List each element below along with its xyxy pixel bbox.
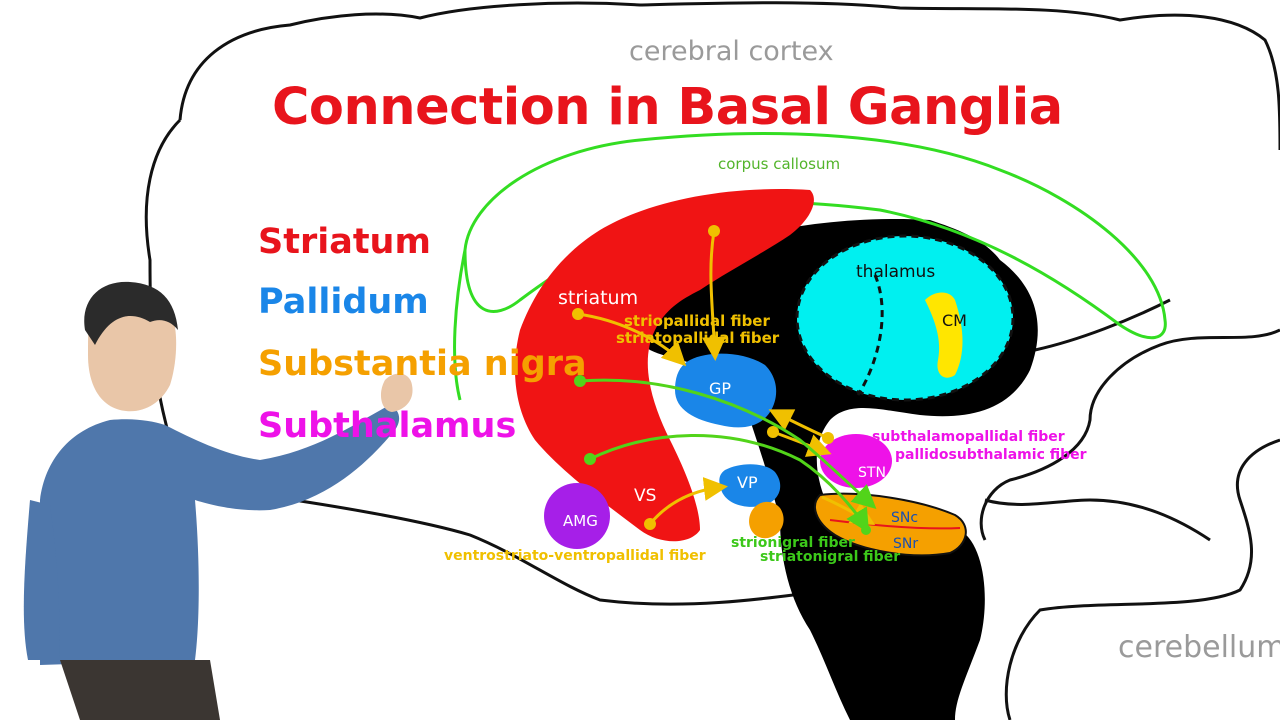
cm-shape [925, 292, 963, 378]
label-vs: VS [634, 486, 657, 506]
legend-striatum: Striatum [258, 222, 431, 262]
label-strionigral-fiber: strionigral fiber [731, 535, 855, 551]
legend-subthalamus: Subthalamus [258, 406, 517, 446]
legend-substantia-nigra: Substantia nigra [258, 344, 587, 384]
striopallidal-arrow [702, 230, 727, 361]
dot [574, 375, 586, 387]
label-thalamus: thalamus [856, 262, 936, 282]
label-striatonigral-fiber: striatonigral fiber [760, 549, 901, 565]
strionigral-arrow-1 [579, 378, 877, 510]
label-subthalamopallidal-fiber: subthalamopallidal fiber [872, 429, 1065, 445]
label-striopallidal-fiber: striopallidal fiber [624, 312, 770, 330]
sn-divider [829, 519, 961, 530]
label-pallidosubthalamic-fiber: pallidosubthalamic fiber [895, 447, 1087, 463]
page-title: Connection in Basal Ganglia [272, 78, 1063, 137]
dot [572, 308, 584, 320]
dot [767, 426, 779, 438]
label-striatopallidal-fiber: striatopallidal fiber [616, 329, 780, 347]
vp-shape [719, 464, 781, 507]
label-striatum: striatum [558, 287, 639, 309]
dot [861, 525, 871, 535]
inner-outline [979, 328, 1280, 541]
gp-shape [675, 353, 777, 428]
striatopallidal-arrow [577, 312, 687, 367]
thalamus-divider [856, 274, 884, 396]
legend-pallidum: Pallidum [258, 282, 429, 322]
nigra-orange-blob [749, 501, 784, 539]
label-snr: SNr [893, 536, 919, 552]
thalamus-shape [795, 234, 1015, 402]
label-vp: VP [737, 473, 758, 492]
strionigral-arrow-2 [589, 434, 870, 534]
ventropallidal-arrow [648, 477, 728, 525]
cc-left-arc [453, 249, 467, 401]
lower-outline [984, 498, 1211, 542]
label-cm: CM [942, 311, 967, 330]
label-amg: AMG [563, 512, 598, 530]
label-ventrostriato-ventropallidal-fiber: ventrostriato-ventropallidal fiber [444, 548, 706, 564]
cerebellum-outline [1004, 438, 1280, 720]
label-stn: STN [858, 465, 886, 481]
inner-outline-2 [1034, 298, 1171, 352]
label-cerebral-cortex: cerebral cortex [629, 36, 834, 67]
dot [644, 518, 656, 530]
dot [584, 453, 596, 465]
label-snc: SNc [891, 510, 919, 526]
dot [822, 432, 834, 444]
amg-shape [544, 483, 610, 549]
label-cerebellum: cerebellum [1118, 630, 1280, 665]
presenter-figure [23, 281, 413, 720]
label-gp: GP [709, 379, 732, 398]
label-corpus-callosum: corpus callosum [718, 155, 841, 173]
dot [708, 225, 720, 237]
